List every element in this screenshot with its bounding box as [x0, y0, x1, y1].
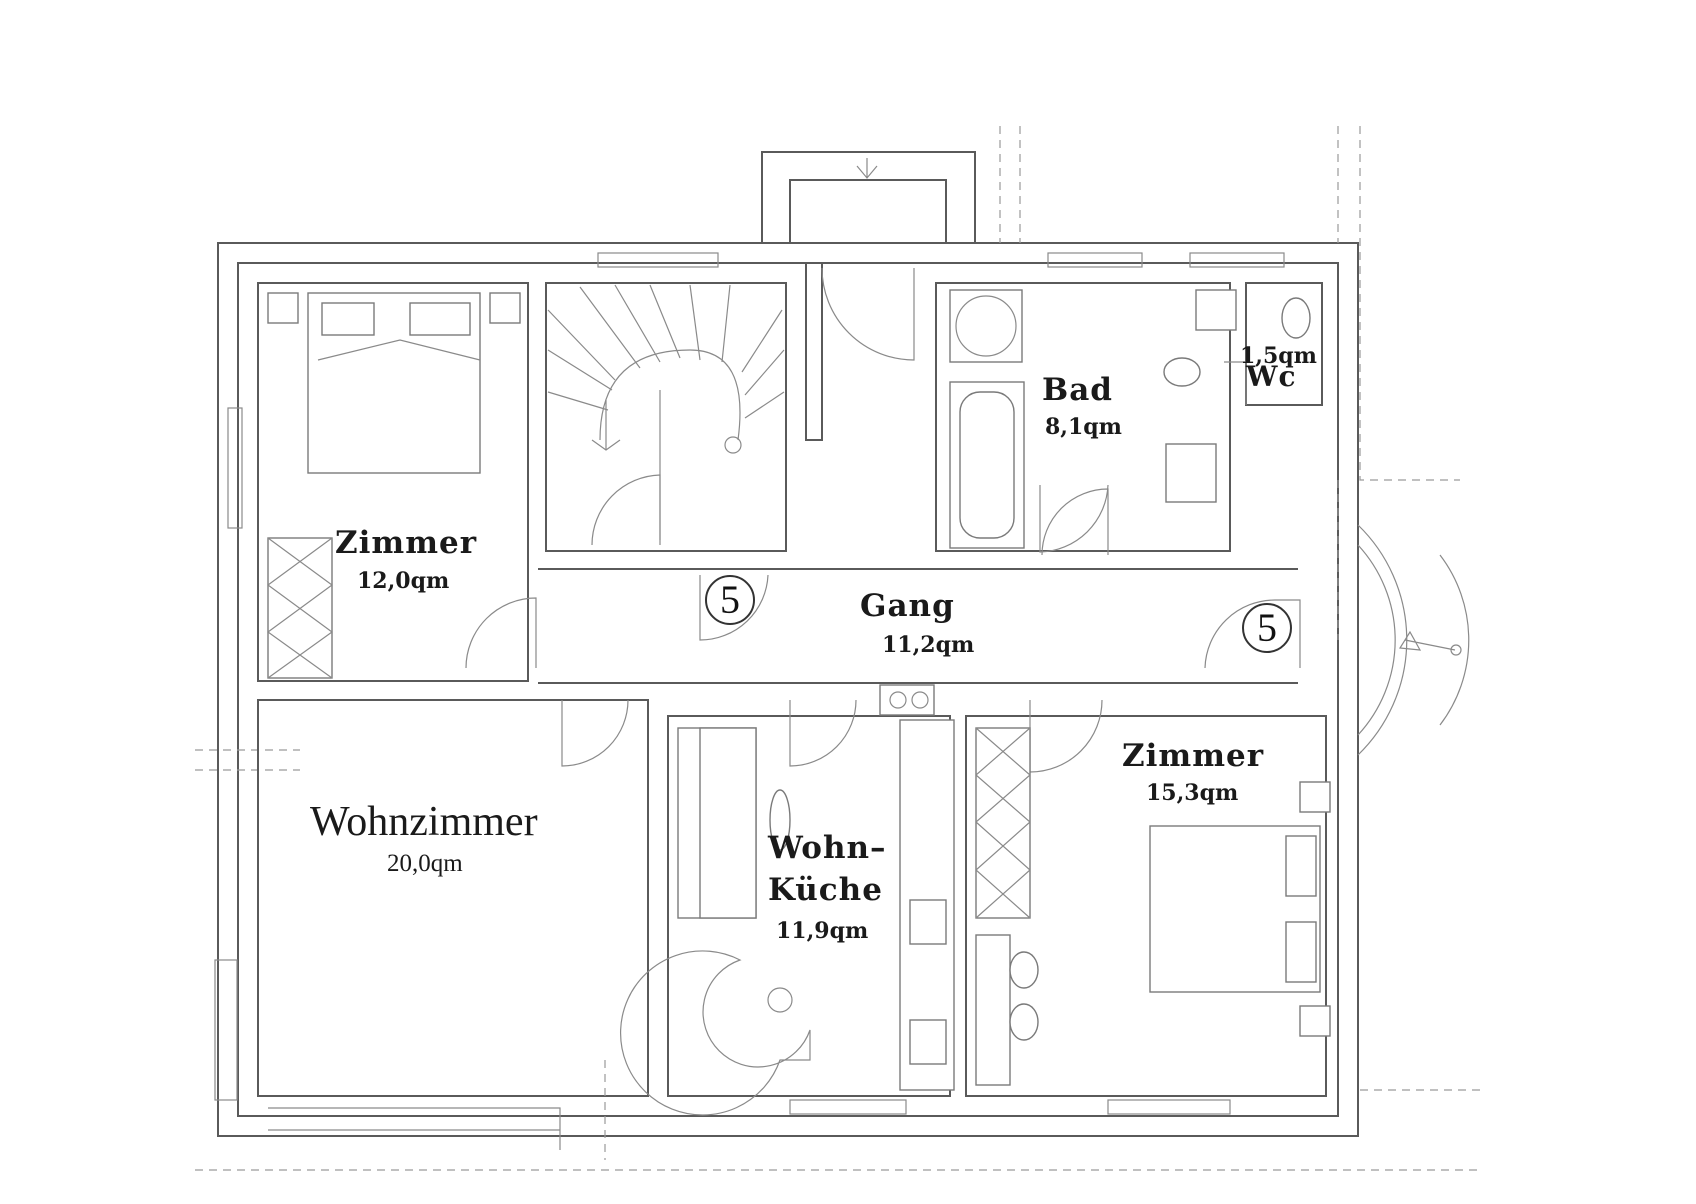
- room-name-wc: Wc: [1246, 360, 1297, 393]
- room-area-wohnkueche: 11,9qm: [776, 918, 869, 944]
- room-name-wohnkueche-line1: Wohn–: [768, 830, 887, 866]
- outer-walls: [195, 126, 1480, 1171]
- room-name-zimmer-west: Zimmer: [335, 525, 478, 561]
- bedroom-west-furniture: [266, 292, 521, 679]
- wohnzimmer-balcony: [268, 1060, 606, 1160]
- room-name-zimmer-east: Zimmer: [1122, 738, 1265, 774]
- windows: [214, 252, 1285, 1115]
- staircase: [547, 284, 785, 546]
- kitchen-furniture: [620, 684, 955, 1116]
- bedroom-east-furniture: [975, 727, 1331, 1086]
- room-area-gang: 11,2qm: [882, 632, 975, 658]
- room-area-zimmer-east: 15,3qm: [1146, 780, 1239, 806]
- room-area-wc: 1,5qm: [1240, 343, 1317, 369]
- marker-circle-left: 5: [705, 575, 755, 625]
- room-area-zimmer-west: 12,0qm: [357, 568, 450, 594]
- entrance-porch: [761, 151, 976, 243]
- room-area-wohnzimmer: 20,0qm: [387, 850, 463, 877]
- marker-circle-right: 5: [1242, 603, 1292, 653]
- room-name-bad: Bad: [1042, 372, 1113, 408]
- doors: [465, 267, 1470, 773]
- bathroom-furniture: [949, 289, 1311, 553]
- room-name-gang: Gang: [860, 588, 955, 624]
- room-name-wohnkueche-line2: Küche: [768, 872, 883, 908]
- room-area-bad: 8,1qm: [1045, 414, 1122, 440]
- room-name-wohnzimmer: Wohnzimmer: [310, 799, 538, 845]
- interior-walls: [257, 263, 1327, 1097]
